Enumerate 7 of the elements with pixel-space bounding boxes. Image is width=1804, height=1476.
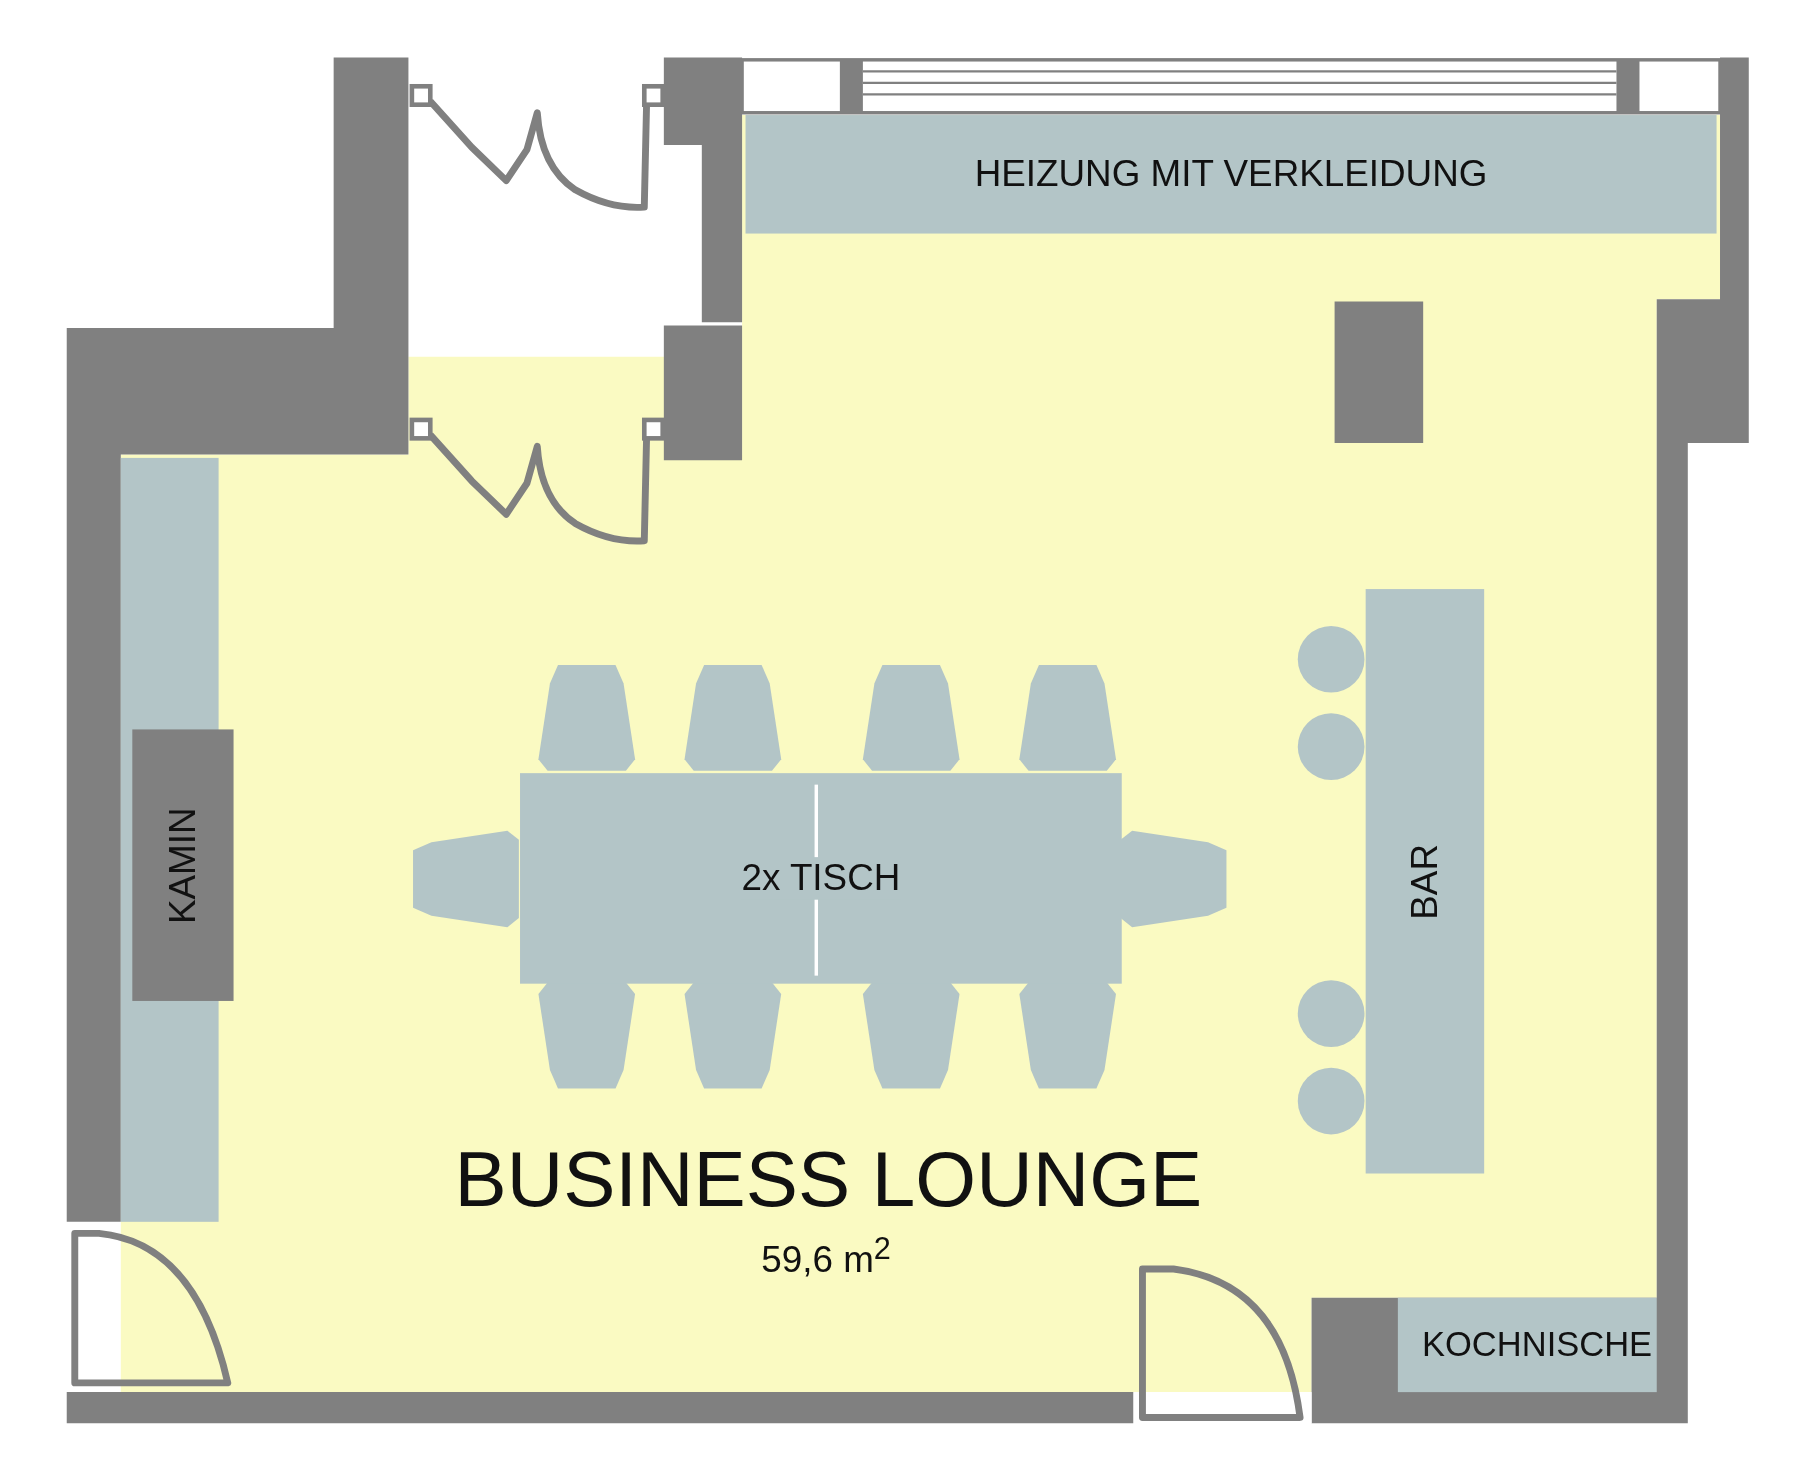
- area-label: 59,6 m$^{2}$: [761, 1231, 891, 1282]
- heater-cover: HEIZUNG MIT VERKLEIDUNG: [745, 115, 1717, 234]
- bar-counter: BAR: [1365, 589, 1485, 1174]
- kitchenette: KOCHNISCHE: [1397, 1297, 1657, 1393]
- fireplace: KAMIN: [132, 729, 234, 1001]
- table: 2x TISCH: [520, 773, 1122, 984]
- room-title: BUSINESS LOUNGE: [454, 1133, 1203, 1223]
